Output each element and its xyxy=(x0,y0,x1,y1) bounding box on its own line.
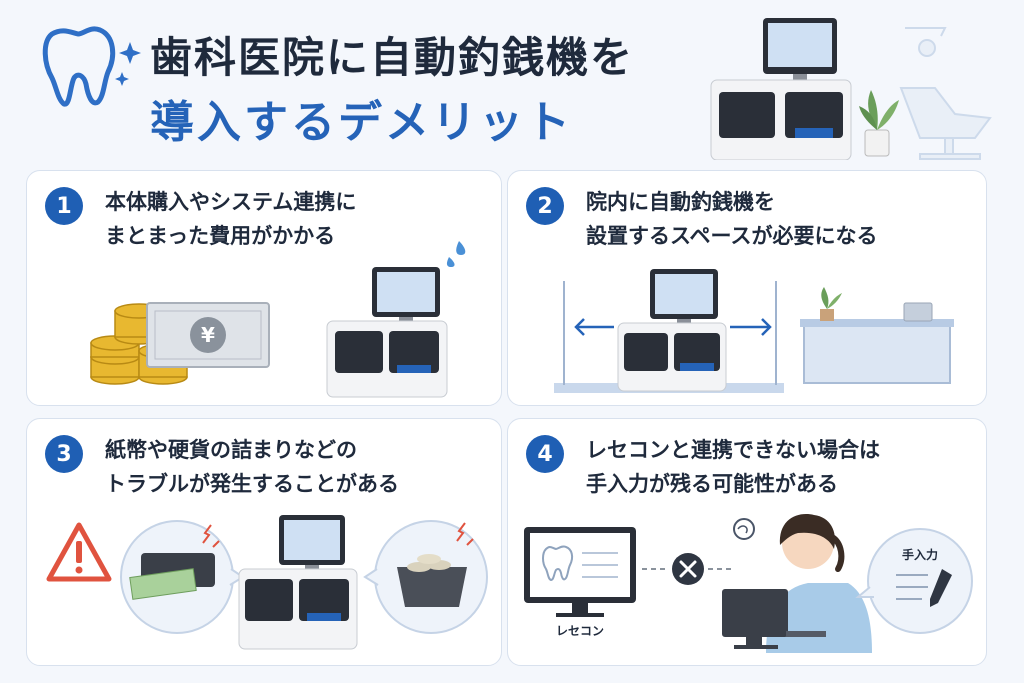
card-line2: トラブルが発生することがある xyxy=(105,472,399,496)
tooth-icon xyxy=(542,545,574,582)
banknote-illustration: ¥ xyxy=(146,302,270,368)
receipt-computer-illustration: レセコン xyxy=(524,527,636,638)
card-line2: まとまった費用がかかる xyxy=(105,224,336,248)
coin-jam-bubble xyxy=(363,520,488,634)
space-illustration xyxy=(554,269,954,393)
hero-illustration xyxy=(710,18,992,160)
pen-icon xyxy=(930,569,952,607)
dental-chair-illustration xyxy=(899,27,992,160)
receipt-computer-label: レセコン xyxy=(556,624,604,638)
card-number-badge: 1 xyxy=(45,187,83,225)
card-number-badge: 4 xyxy=(526,435,564,473)
card-trouble: 3 紙幣や硬貨の詰まりなどの トラブルが発生することがある xyxy=(26,418,502,666)
desk-monitor-illustration xyxy=(722,589,826,649)
cost-illustration: ¥ xyxy=(90,241,466,398)
card-text: レセコンと連携できない場合は 手入力が残る可能性がある xyxy=(586,433,880,501)
yen-icon: ¥ xyxy=(201,323,215,347)
header: 歯科医院に自動釣銭機を 導入するデメリット xyxy=(0,0,1024,160)
confused-scribble-icon xyxy=(733,518,755,540)
reception-desk-illustration xyxy=(800,287,954,384)
sweat-drop-icon xyxy=(446,241,466,267)
cash-machine-illustration xyxy=(617,269,727,392)
card-text: 院内に自動釣銭機を 設置するスペースが必要になる xyxy=(586,185,877,253)
cash-machine-illustration xyxy=(238,515,358,650)
arrow-right-icon xyxy=(730,318,772,336)
plant-illustration xyxy=(859,90,899,157)
card-line1: 本体購入やシステム連携に xyxy=(105,190,357,214)
manual-input-bubble: 手入力 xyxy=(855,528,973,634)
card-line1: 院内に自動釣銭機を xyxy=(586,190,775,214)
card-number-badge: 2 xyxy=(526,187,564,225)
manual-input-label: 手入力 xyxy=(902,547,938,562)
card-space: 2 院内に自動釣銭機を 設置するスペースが必要になる xyxy=(507,170,987,406)
alert-lines-icon xyxy=(456,522,474,546)
cross-icon xyxy=(672,553,704,585)
card-line2: 手入力が残る可能性がある xyxy=(586,472,838,496)
bill-jam-bubble xyxy=(120,520,245,634)
cash-machine-illustration xyxy=(710,18,852,160)
card-line1: レセコンと連携できない場合は xyxy=(586,438,880,462)
cash-machine-illustration xyxy=(326,267,448,398)
tooth-icon xyxy=(42,26,141,107)
manual-input-illustration: レセコン 手入力 xyxy=(524,514,973,653)
page-title-line1: 歯科医院に自動釣銭機を xyxy=(150,33,635,82)
arrow-left-icon xyxy=(574,318,614,336)
card-manual-input: 4 レセコンと連携できない場合は 手入力が残る可能性がある レセコン xyxy=(507,418,987,666)
page-title-line2: 導入するデメリット xyxy=(150,97,573,148)
alert-lines-icon xyxy=(202,524,220,548)
sparkle-icon xyxy=(115,42,141,86)
card-text: 本体購入やシステム連携に まとまった費用がかかる xyxy=(105,185,356,253)
warning-icon xyxy=(46,522,112,582)
card-line1: 紙幣や硬貨の詰まりなどの xyxy=(105,438,357,462)
card-cost: 1 本体購入やシステム連携に まとまった費用がかかる xyxy=(26,170,502,406)
card-number-badge: 3 xyxy=(45,435,83,473)
trouble-illustration xyxy=(46,515,488,650)
card-text: 紙幣や硬貨の詰まりなどの トラブルが発生することがある xyxy=(105,433,399,501)
card-line2: 設置するスペースが必要になる xyxy=(586,224,878,248)
